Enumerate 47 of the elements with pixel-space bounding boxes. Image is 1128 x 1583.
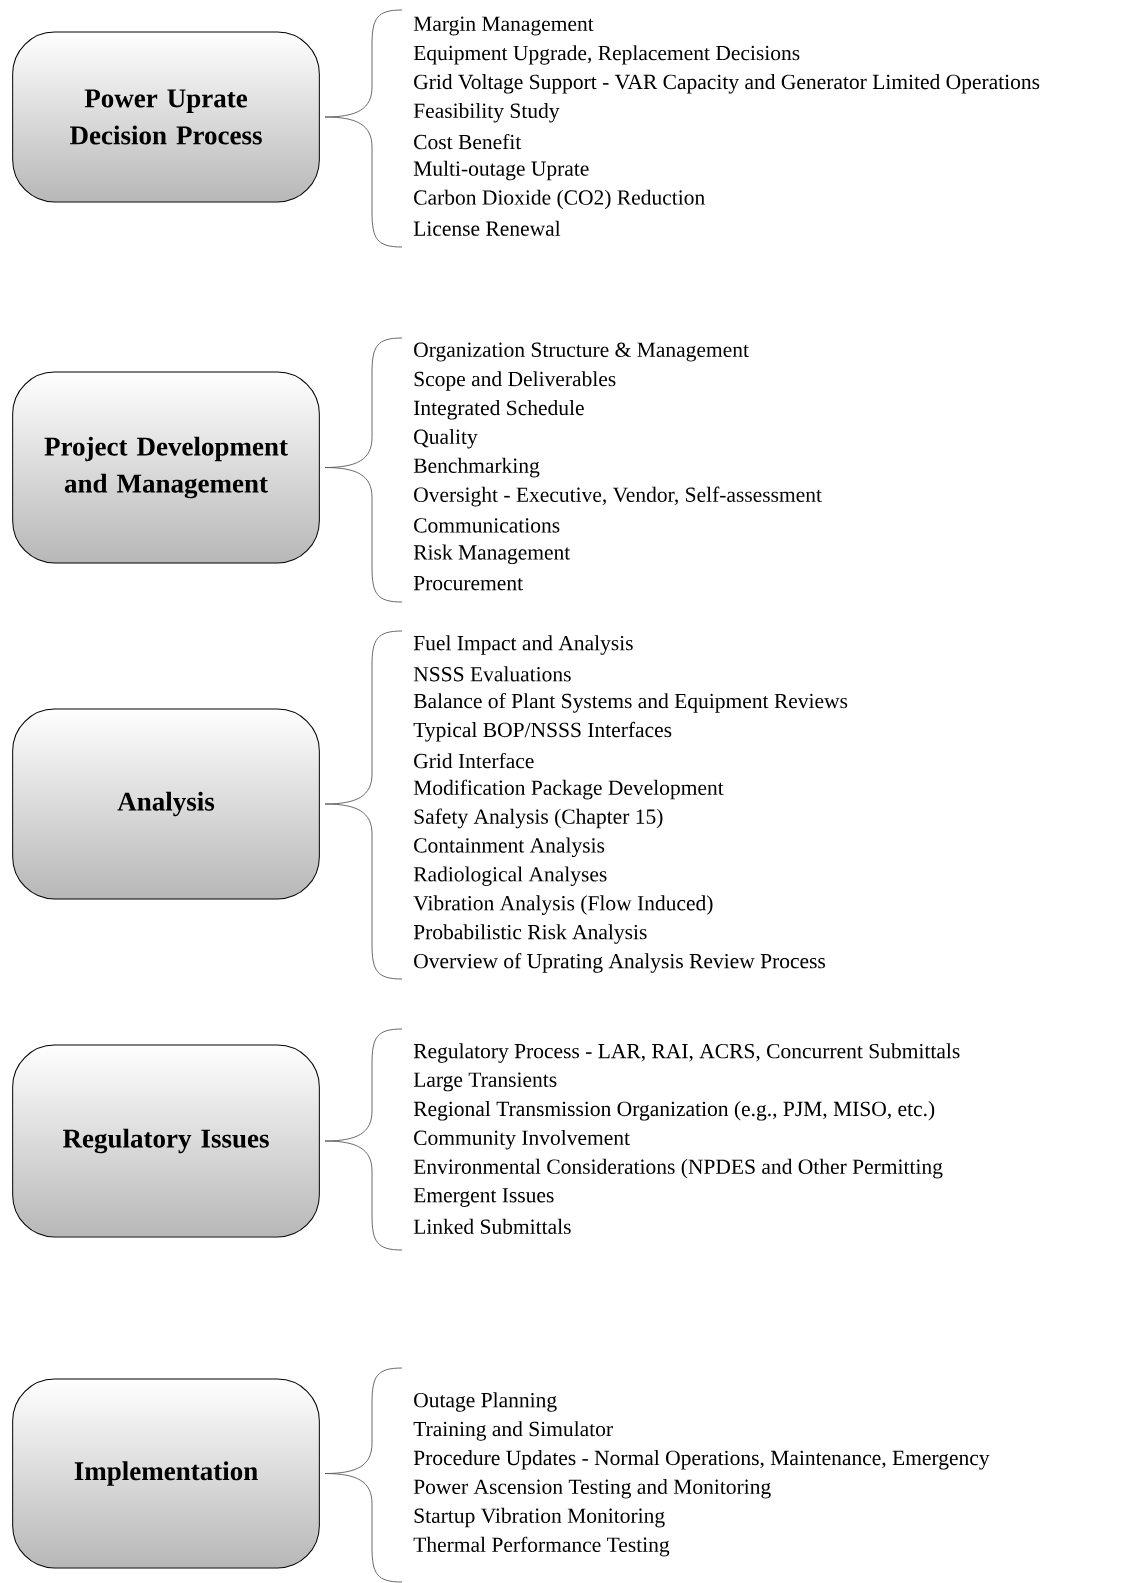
list-item: Regional Transmission Organization (e.g., PJM, MISO, etc.) (413, 1101, 935, 1121)
list-item: Equipment Upgrade, Replacement Decisions (413, 45, 800, 65)
list-item: Fuel Impact and Analysis (413, 635, 633, 655)
list-item: Linked Submittals (413, 1218, 571, 1234)
list-item: Overview of Uprating Analysis Review Process (414, 953, 826, 973)
list-item: Modification Package Development (413, 779, 724, 800)
list-item: Probabilistic Risk Analysis (413, 924, 647, 944)
rounded-box: Regulatory Issues (12, 1044, 320, 1238)
list-item: Environmental Considerations (NPDES and Other Permitting (413, 1158, 943, 1179)
list-item: Grid Interface (414, 752, 534, 769)
list-item: Vibration Analysis (Flow Induced) (413, 895, 713, 915)
list-item: Risk Management (413, 544, 571, 565)
list-item: License Renewal (413, 220, 561, 236)
list-item: Safety Analysis (Chapter 15) (414, 808, 663, 829)
list-item: Startup Vibration Monitoring (414, 1507, 665, 1528)
rounded-box: Power Uprate Decision Process (12, 31, 320, 203)
list-item: Scope and Deliverables (414, 371, 616, 391)
list-item: Large Transients (413, 1072, 557, 1092)
rounded-box: Analysis (12, 708, 320, 900)
list-item: Thermal Performance Testing (413, 1536, 670, 1557)
list-item: Integrated Schedule (414, 400, 584, 420)
rounded-box: Project Development and Management (12, 371, 320, 564)
list-item: Emergent Issues (413, 1188, 554, 1207)
list-item: Feasibility Study (413, 102, 560, 123)
list-item: Communications (414, 518, 560, 533)
list-item: Margin Management (413, 16, 594, 36)
list-item: Community Involvement (414, 1129, 630, 1150)
list-item: Multi-outage Uprate (413, 160, 589, 181)
list-item: Grid Voltage Support - VAR Capacity and Generator Limited Operations (414, 74, 1040, 94)
list-item: Procedure Updates - Normal Operations, Maintenance, Emergency (413, 1450, 990, 1470)
list-item: Quality (414, 428, 478, 449)
list-item: Regulatory Process - LAR, RAI, ACRS, Concurrent Submittals (413, 1043, 960, 1063)
list-item: NSSS Evaluations (413, 666, 571, 682)
list-item: Benchmarking (413, 457, 540, 478)
list-item: Typical BOP/NSSS Interfaces (413, 721, 672, 742)
list-item: Procurement (413, 576, 523, 591)
list-item: Organization Structure & Management (414, 342, 749, 362)
list-item: Cost Benefit (414, 133, 522, 150)
list-item: Balance of Plant Systems and Equipment Reviews (413, 692, 848, 713)
list-item: Power Ascension Testing and Monitoring (413, 1478, 771, 1499)
list-item: Oversight - Executive, Vendor, Self-assessment (414, 486, 822, 507)
list-item: Carbon Dioxide (CO2) Reduction (414, 189, 705, 210)
rounded-box: Implementation (12, 1378, 320, 1569)
list-item: Containment Analysis (414, 837, 605, 858)
list-item: Radiological Analyses (413, 866, 607, 886)
list-item: Outage Planning (414, 1392, 557, 1412)
list-item: Training and Simulator (413, 1421, 613, 1441)
